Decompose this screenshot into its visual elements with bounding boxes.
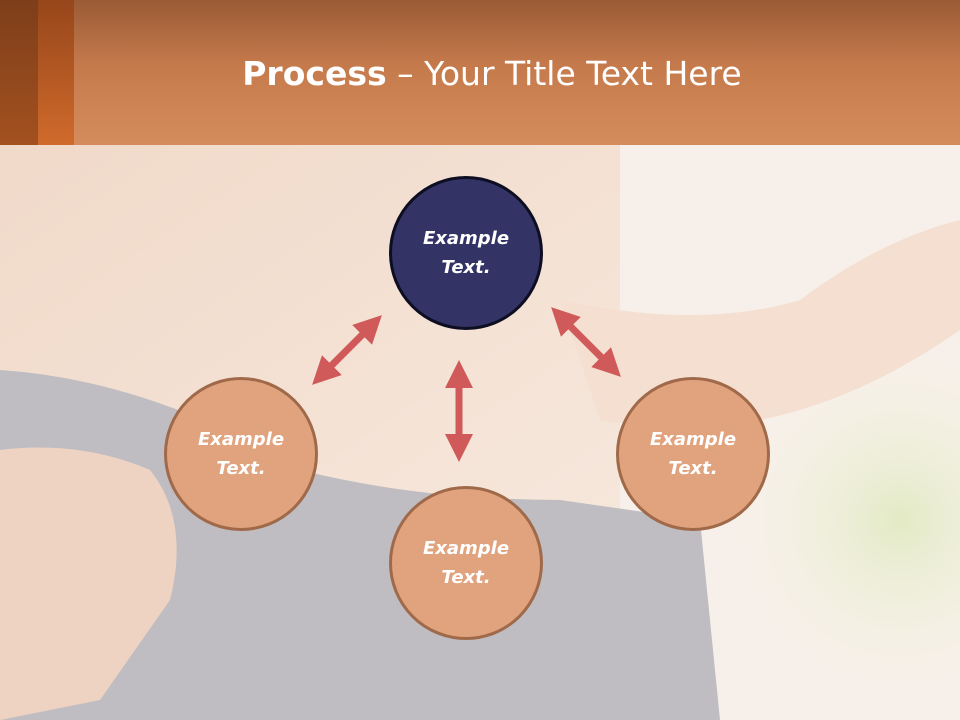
page-title: Process – Your Title Text Here xyxy=(0,52,960,96)
right-node-label: Example Text. xyxy=(649,429,737,479)
center-node: Example Text. xyxy=(389,176,543,330)
right-node: Example Text. xyxy=(616,377,770,531)
page-title-bold: Process xyxy=(242,54,387,93)
arrow-top-right xyxy=(551,307,621,377)
bottom-node: Example Text. xyxy=(389,486,543,640)
left-node-label: Example Text. xyxy=(197,429,285,479)
header-accent-stripe xyxy=(38,0,74,145)
header-accent-stripe xyxy=(0,0,38,145)
center-node-label: Example Text. xyxy=(422,228,510,278)
header-bar: Process – Your Title Text Here xyxy=(0,0,960,145)
page-title-rest: – Your Title Text Here xyxy=(386,54,742,93)
arrow-top-left xyxy=(312,315,382,385)
left-node: Example Text. xyxy=(164,377,318,531)
bottom-node-label: Example Text. xyxy=(422,538,510,588)
